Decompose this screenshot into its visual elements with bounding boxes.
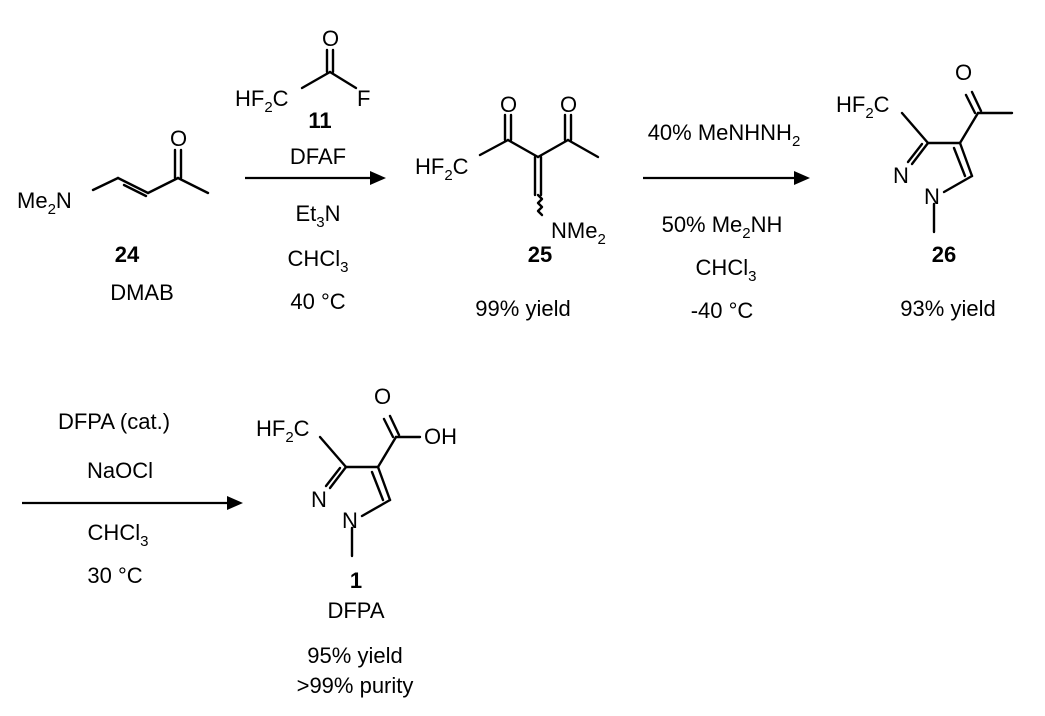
step-1-solvent: CHCl3	[288, 246, 349, 276]
compound-1-name: DFPA	[327, 598, 384, 623]
step-2-temperature: -40 °C	[691, 298, 754, 323]
c26-oxygen-label: O	[955, 60, 972, 85]
compound-11-bonds	[300, 48, 358, 90]
c25-hf2c-label: HF2C	[415, 154, 469, 184]
c25-nme2-label: NMe2	[551, 218, 606, 248]
compound-11: HF2C O F 11 DFAF	[235, 26, 370, 169]
compound-24-bonds	[91, 148, 210, 198]
c25-oxygen-2-label: O	[560, 92, 577, 117]
dfpa-oxygen-label: O	[374, 384, 391, 409]
dfpa-nitrogen-1-label: N	[342, 508, 358, 533]
step-1-conditions: Et3N CHCl3 40 °C	[288, 201, 349, 314]
step-3-solvent: CHCl3	[88, 520, 149, 550]
compound-25: HF2C O O NMe2 25 99% yield	[415, 92, 606, 321]
step-3-conditions: DFPA (cat.) NaOCl CHCl3 30 °C	[58, 409, 170, 588]
compound-24-name: DMAB	[110, 280, 174, 305]
compound-1-number: 1	[350, 568, 362, 593]
dfpa-nitrogen-2-label: N	[311, 487, 327, 512]
compound-25-number: 25	[528, 242, 552, 267]
dfaf-oxygen-label: O	[322, 26, 339, 51]
compound-1-purity: >99% purity	[297, 673, 414, 698]
compound-26-number: 26	[932, 242, 956, 267]
step-3-catalyst: DFPA (cat.)	[58, 409, 170, 434]
compound-26-bonds	[900, 90, 1014, 234]
c26-nitrogen-2-label: N	[893, 163, 909, 188]
step-3-oxidant: NaOCl	[87, 458, 153, 483]
reaction-arrow-1	[245, 171, 386, 185]
compound-25-bonds	[478, 113, 600, 217]
c26-nitrogen-1-label: N	[924, 184, 940, 209]
compound-26: HF2C O N N 26 93% yield	[836, 60, 1014, 321]
c25-oxygen-1-label: O	[500, 92, 517, 117]
c26-hf2c-label: HF2C	[836, 92, 890, 122]
step-2-conditions: 40% MeNHNH2 50% Me2NH CHCl3 -40 °C	[648, 120, 801, 323]
reaction-arrow-2	[643, 171, 810, 185]
step-3-temperature: 30 °C	[87, 563, 142, 588]
step-1-temperature: 40 °C	[290, 289, 345, 314]
compound-25-yield: 99% yield	[475, 296, 570, 321]
step-2-amine: 50% Me2NH	[662, 212, 783, 242]
compound-24-number: 24	[115, 242, 140, 267]
step-2-hydrazine: 40% MeNHNH2	[648, 120, 801, 150]
compound-24: Me2N O 24 DMAB	[17, 126, 210, 305]
dfpa-hf2c-label: HF2C	[256, 416, 310, 446]
compound-26-yield: 93% yield	[900, 296, 995, 321]
compound-1: HF2C O OH N N 1 DFPA 95% yield >99% puri…	[256, 384, 457, 698]
compound-1-yield: 95% yield	[307, 643, 402, 668]
step-2-solvent: CHCl3	[696, 255, 757, 285]
compound-11-name: DFAF	[290, 144, 346, 169]
dfpa-hydroxyl-label: OH	[424, 424, 457, 449]
compound-11-number: 11	[308, 108, 331, 133]
dfaf-hf2c-label: HF2C	[235, 86, 289, 116]
dfaf-fluorine-label: F	[357, 86, 370, 111]
reaction-arrow-3	[22, 496, 243, 510]
dmab-oxygen-label: O	[170, 126, 187, 151]
dmab-me2n-label: Me2N	[17, 188, 72, 218]
compound-1-bonds	[318, 414, 422, 558]
step-1-base: Et3N	[295, 201, 340, 231]
